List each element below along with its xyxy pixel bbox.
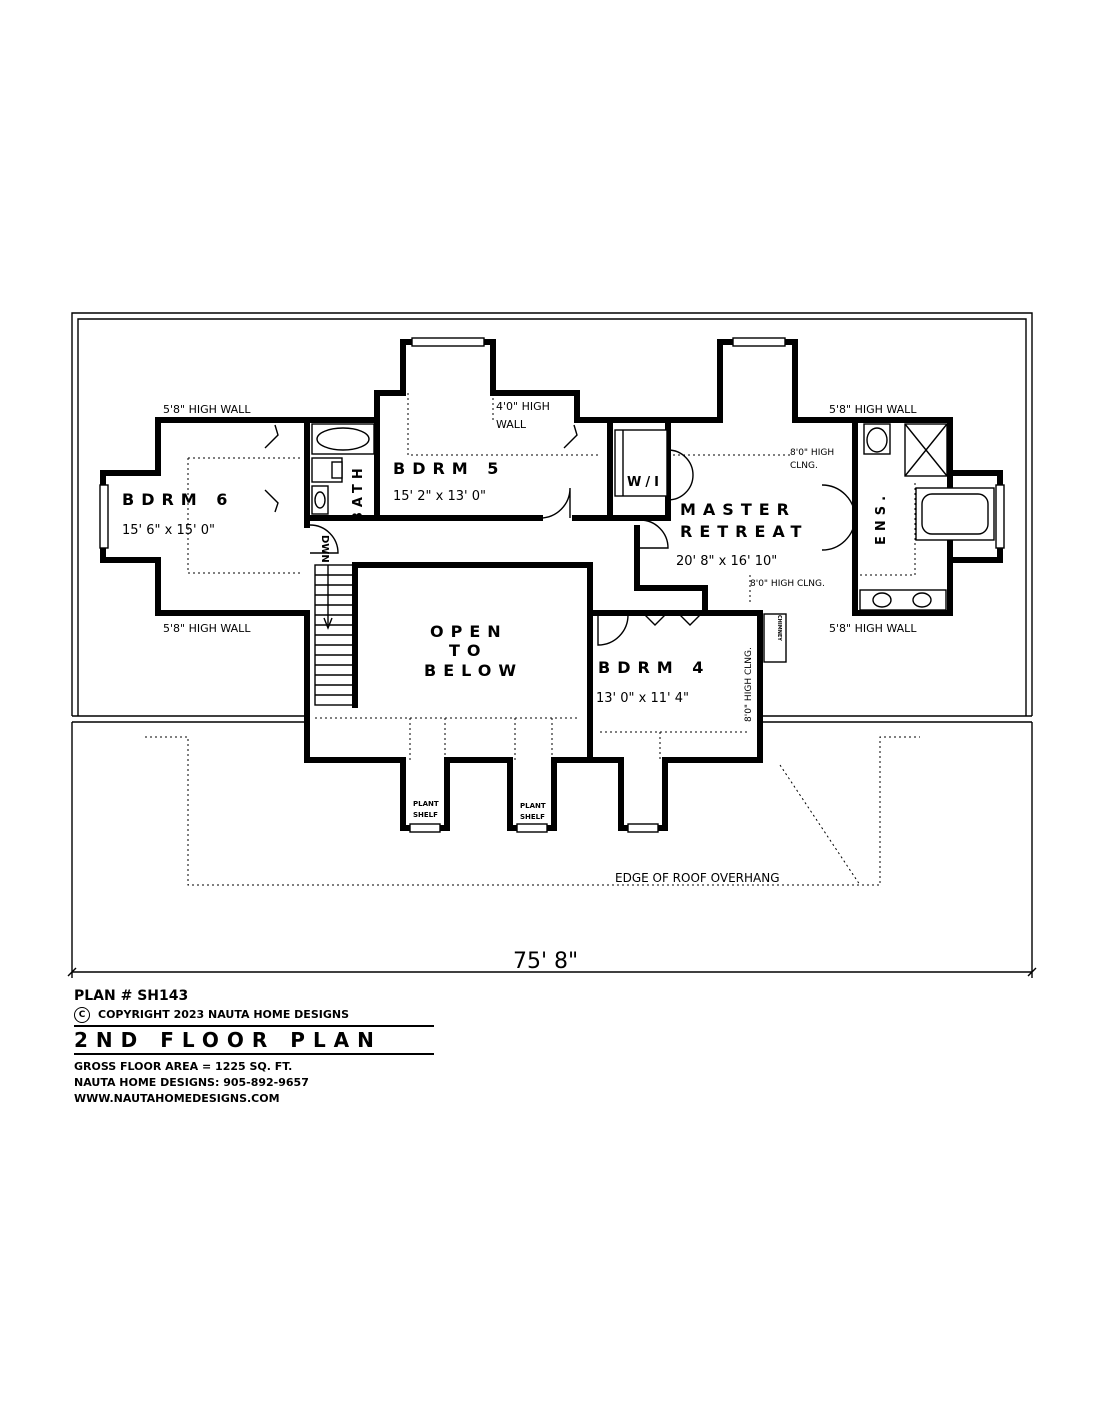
ceiling-lines bbox=[187, 393, 916, 760]
copyright-text: COPYRIGHT 2023 NAUTA HOME DESIGNS bbox=[98, 1008, 349, 1021]
interior-walls bbox=[304, 417, 858, 763]
chimney-label: CHIMNEY bbox=[776, 615, 782, 641]
ceiling-note-c: 8'0" HIGH CLNG. bbox=[744, 647, 754, 722]
wall-note-top-right: 5'8" HIGH WALL bbox=[829, 403, 917, 416]
ceiling-note-b: 8'0" HIGH CLNG. bbox=[750, 579, 825, 589]
wall-note-bottom-right: 5'8" HIGH WALL bbox=[829, 622, 917, 635]
ens-label: ENS. bbox=[874, 491, 889, 545]
plant-shelf-1-line2: SHELF bbox=[413, 811, 438, 819]
stairs bbox=[314, 564, 356, 706]
overall-dimension-line bbox=[67, 722, 1037, 978]
open-to-below-line2: TO bbox=[449, 641, 488, 660]
plan-labels: BDRM 6 15' 6" x 15' 0" BDRM 5 15' 2" x 1… bbox=[122, 400, 917, 974]
dwn-label: DWN bbox=[319, 535, 330, 563]
gross-floor-area: GROSS FLOOR AREA = 1225 SQ. FT. bbox=[74, 1060, 293, 1073]
copyright-icon: C bbox=[74, 1007, 90, 1023]
master-size: 20' 8" x 16' 10" bbox=[676, 554, 777, 569]
open-to-below-line1: OPEN bbox=[430, 622, 508, 641]
wall-note-top-left: 5'8" HIGH WALL bbox=[163, 403, 251, 416]
plant-shelf-2-line1: PLANT bbox=[520, 802, 546, 810]
plan-title: 2ND FLOOR PLAN bbox=[74, 1025, 434, 1055]
master-name-line2: RETREAT bbox=[680, 522, 808, 541]
bdrm5-size: 15' 2" x 13' 0" bbox=[393, 489, 486, 504]
open-to-below-line3: BELOW bbox=[424, 661, 523, 680]
wall-40-line2: WALL bbox=[496, 418, 527, 431]
doors bbox=[264, 424, 856, 646]
plant-shelf-1-line1: PLANT bbox=[413, 800, 439, 808]
master-name-line1: MASTER bbox=[680, 500, 796, 519]
bdrm4-name: BDRM 4 bbox=[598, 658, 710, 677]
bath-label: BATH bbox=[351, 463, 366, 522]
copyright-line: C COPYRIGHT 2023 NAUTA HOME DESIGNS bbox=[74, 1007, 494, 1023]
plan-number: PLAN # SH143 bbox=[74, 988, 189, 1004]
bdrm5-name: BDRM 5 bbox=[393, 459, 505, 478]
wall-40-line1: 4'0" HIGH bbox=[496, 400, 550, 413]
website: WWW.NAUTAHOMEDESIGNS.COM bbox=[74, 1092, 280, 1105]
bdrm6-name: BDRM 6 bbox=[122, 490, 234, 509]
ceiling-note-a-line2: CLNG. bbox=[790, 461, 818, 471]
overall-dimension: 75' 8" bbox=[513, 949, 578, 974]
roof-outline bbox=[71, 312, 1033, 723]
wall-note-bottom-left: 5'8" HIGH WALL bbox=[163, 622, 251, 635]
roof-overhang-line bbox=[145, 736, 920, 886]
bdrm4-size: 13' 0" x 11' 4" bbox=[596, 691, 689, 706]
phone-line: NAUTA HOME DESIGNS: 905-892-9657 bbox=[74, 1076, 309, 1089]
windows bbox=[99, 337, 1005, 833]
wi-label: W/I bbox=[627, 475, 663, 490]
roof-overhang-label: EDGE OF ROOF OVERHANG bbox=[615, 871, 780, 885]
bdrm6-size: 15' 6" x 15' 0" bbox=[122, 523, 215, 538]
plumbing-fixtures bbox=[311, 423, 995, 663]
plant-shelf-2-line2: SHELF bbox=[520, 813, 545, 821]
ceiling-note-a-line1: 8'0" HIGH bbox=[790, 448, 834, 458]
title-block: PLAN # SH143 C COPYRIGHT 2023 NAUTA HOME … bbox=[74, 985, 494, 1107]
